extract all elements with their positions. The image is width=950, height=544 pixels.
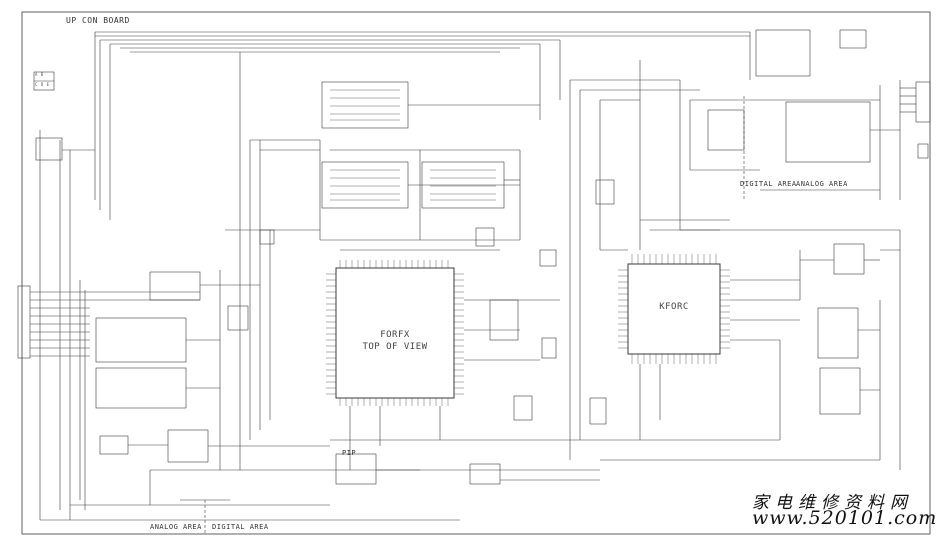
area-label-digital-right: DIGITAL AREA [740, 180, 797, 188]
area-label-analog-right: ANALOG AREA [796, 180, 848, 188]
area-label-analog-bottom: ANALOG AREA [150, 523, 202, 531]
main-chip-subtitle: TOP OF VIEW [362, 342, 428, 352]
pip-label: PIP [342, 449, 357, 457]
legend-row-2: C D E [35, 82, 50, 87]
watermark-chinese: 家电维修资料网 [752, 493, 913, 513]
watermark-url: www.520101.com [752, 507, 938, 529]
decoder-chip-name: KFORC [659, 302, 689, 312]
main-chip-name: FORFX [380, 330, 410, 340]
board-title: UP CON BOARD [66, 16, 130, 25]
area-label-digital-bottom: DIGITAL AREA [212, 523, 269, 531]
legend-row-1: A B [35, 72, 44, 77]
